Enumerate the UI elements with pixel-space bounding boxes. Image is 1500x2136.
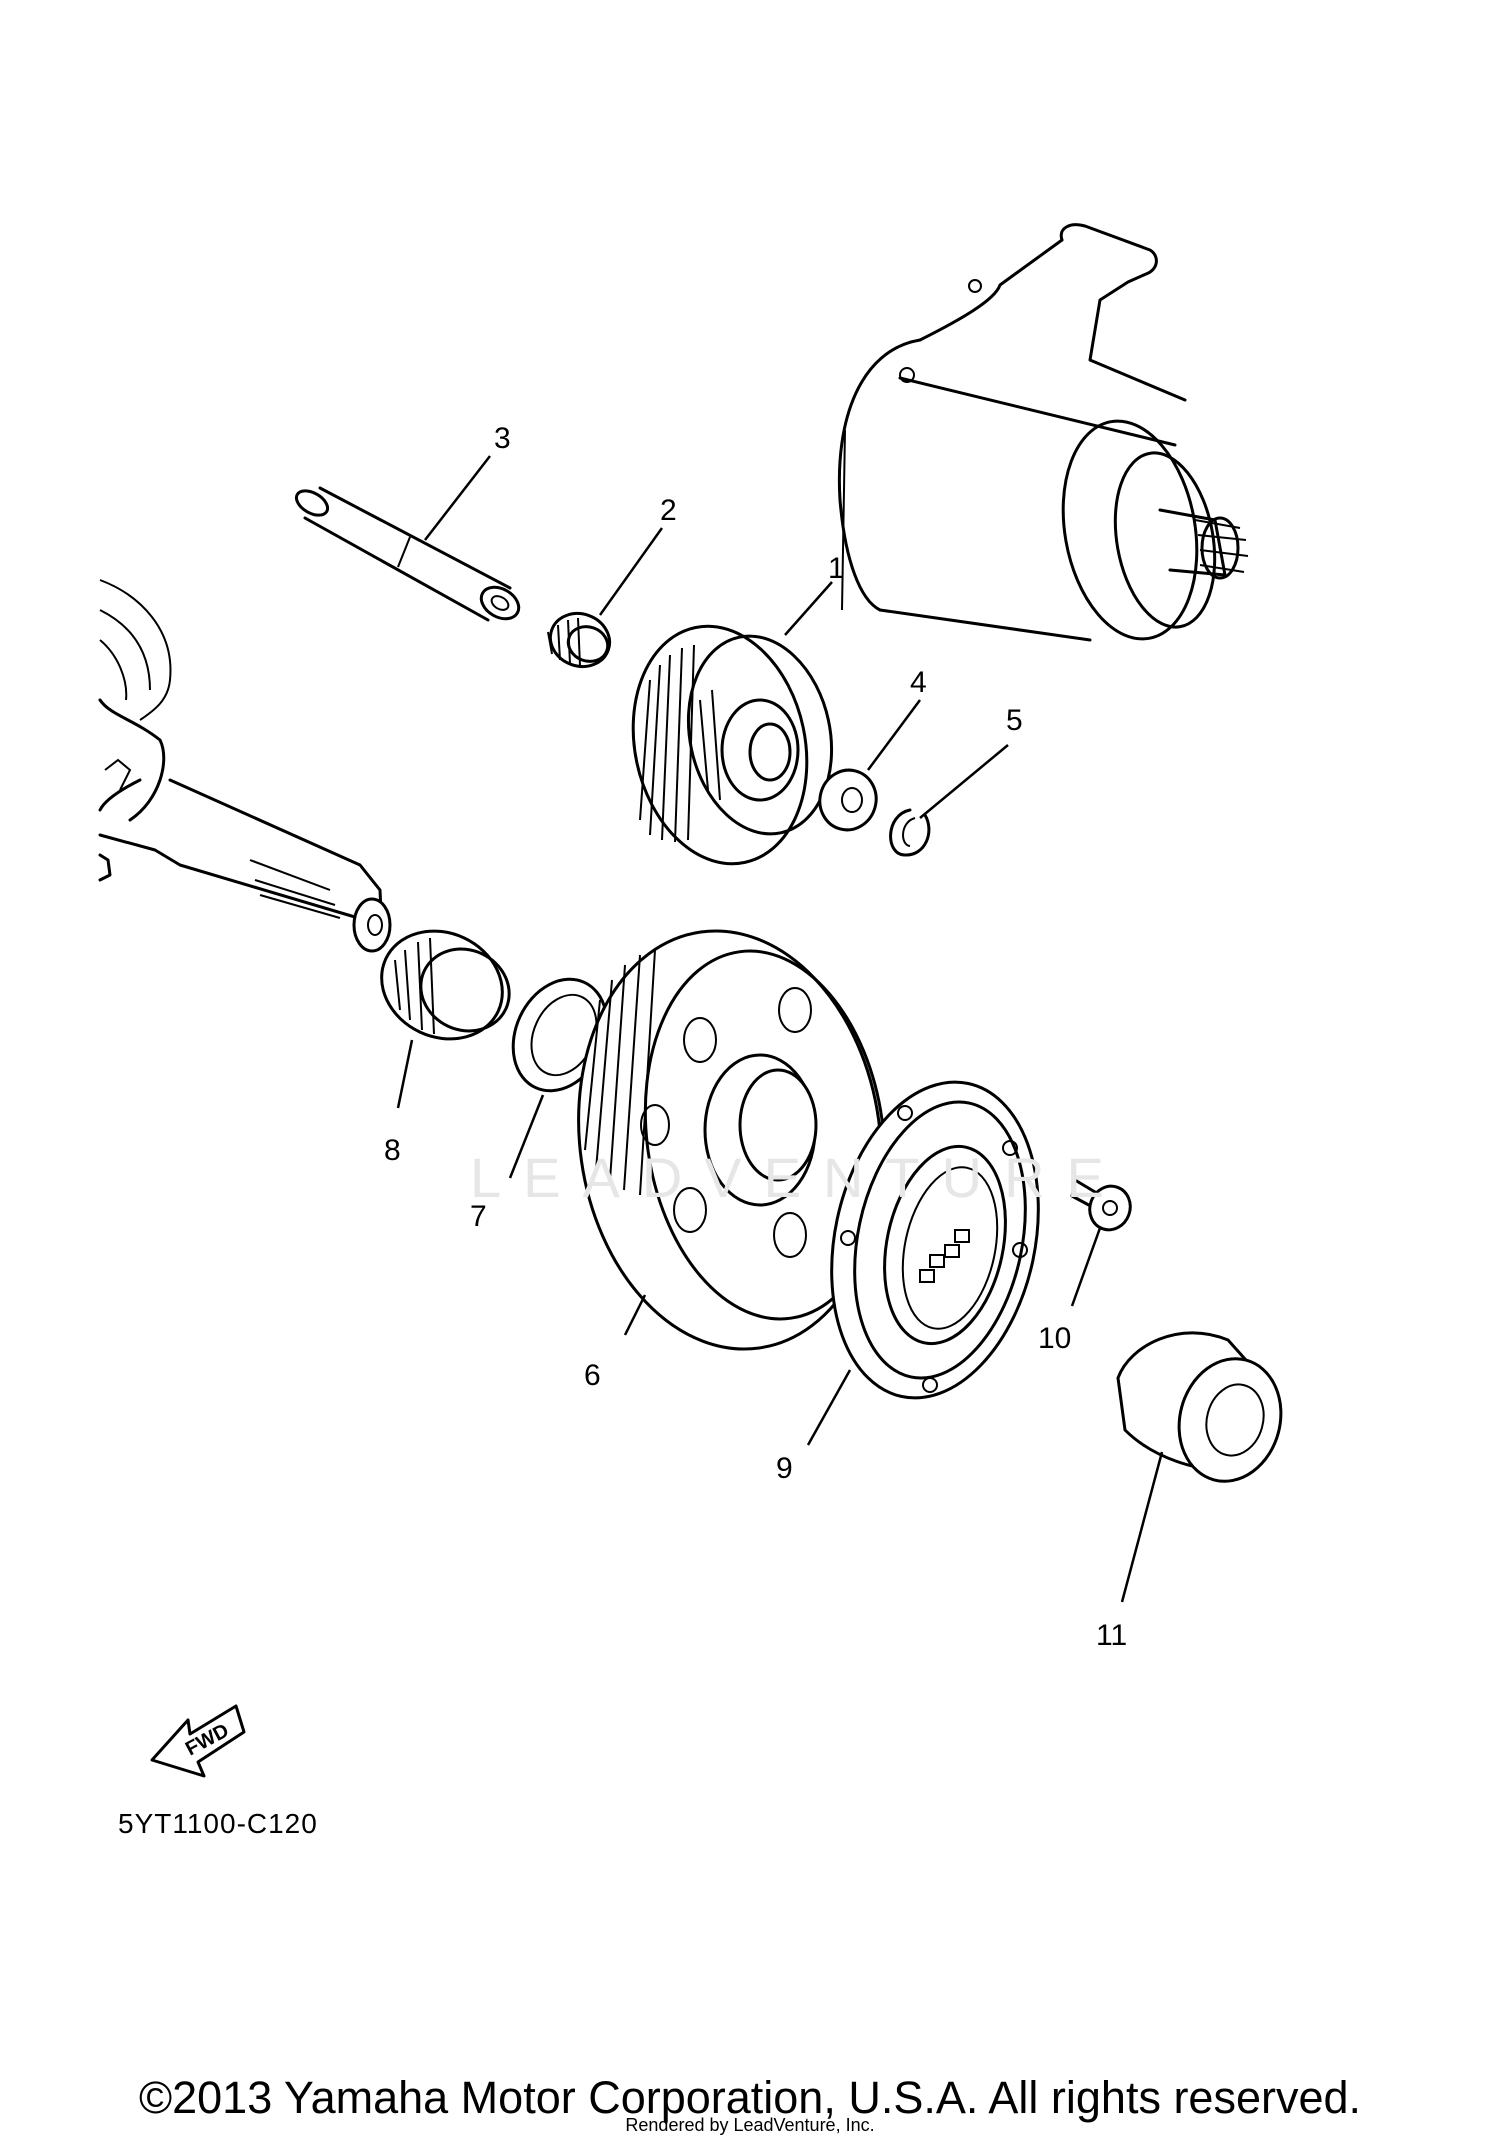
crankshaft[interactable] bbox=[98, 579, 392, 953]
idle-gear-part-1[interactable] bbox=[612, 610, 849, 880]
washer-part-4[interactable] bbox=[813, 764, 883, 836]
rendered-by-notice: Rendered by LeadVenture, Inc. bbox=[625, 2115, 875, 2135]
circlip-part-5[interactable] bbox=[889, 808, 931, 857]
callout-1[interactable]: 1 bbox=[828, 552, 845, 585]
shaft-part-3[interactable] bbox=[292, 486, 524, 625]
fwd-arrow-icon: FWD bbox=[150, 1704, 246, 1778]
starter-wheel-gear-part-6[interactable] bbox=[552, 911, 908, 1369]
callout-8[interactable]: 8 bbox=[384, 1134, 401, 1167]
one-way-clutch-part-9[interactable] bbox=[804, 1063, 1066, 1418]
callout-numbers: 1 2 3 4 5 6 7 8 9 10 11 bbox=[384, 422, 1127, 1652]
watermark: LEADVENTURE bbox=[470, 1146, 1126, 1209]
needle-bearing-part-2[interactable] bbox=[543, 605, 617, 674]
callout-9[interactable]: 9 bbox=[776, 1452, 793, 1485]
callout-11[interactable]: 11 bbox=[1096, 1619, 1127, 1652]
needle-bearing-part-8[interactable] bbox=[364, 912, 523, 1059]
collar-part-11[interactable] bbox=[1116, 1331, 1294, 1493]
copyright-notice: ©2013 Yamaha Motor Corporation, U.S.A. A… bbox=[138, 2072, 1362, 2123]
callout-5[interactable]: 5 bbox=[1006, 704, 1023, 737]
callout-7[interactable]: 7 bbox=[470, 1200, 487, 1233]
callout-6[interactable]: 6 bbox=[584, 1359, 601, 1392]
bolt-part-10[interactable] bbox=[1070, 1178, 1136, 1236]
callout-10[interactable]: 10 bbox=[1038, 1322, 1071, 1355]
callout-2[interactable]: 2 bbox=[660, 494, 677, 527]
leader-lines bbox=[396, 455, 1164, 1603]
diagram-code: 5YT1100-C120 bbox=[118, 1808, 318, 1839]
callout-3[interactable]: 3 bbox=[494, 422, 511, 455]
starter-motor[interactable] bbox=[837, 223, 1249, 650]
callout-4[interactable]: 4 bbox=[910, 666, 927, 699]
